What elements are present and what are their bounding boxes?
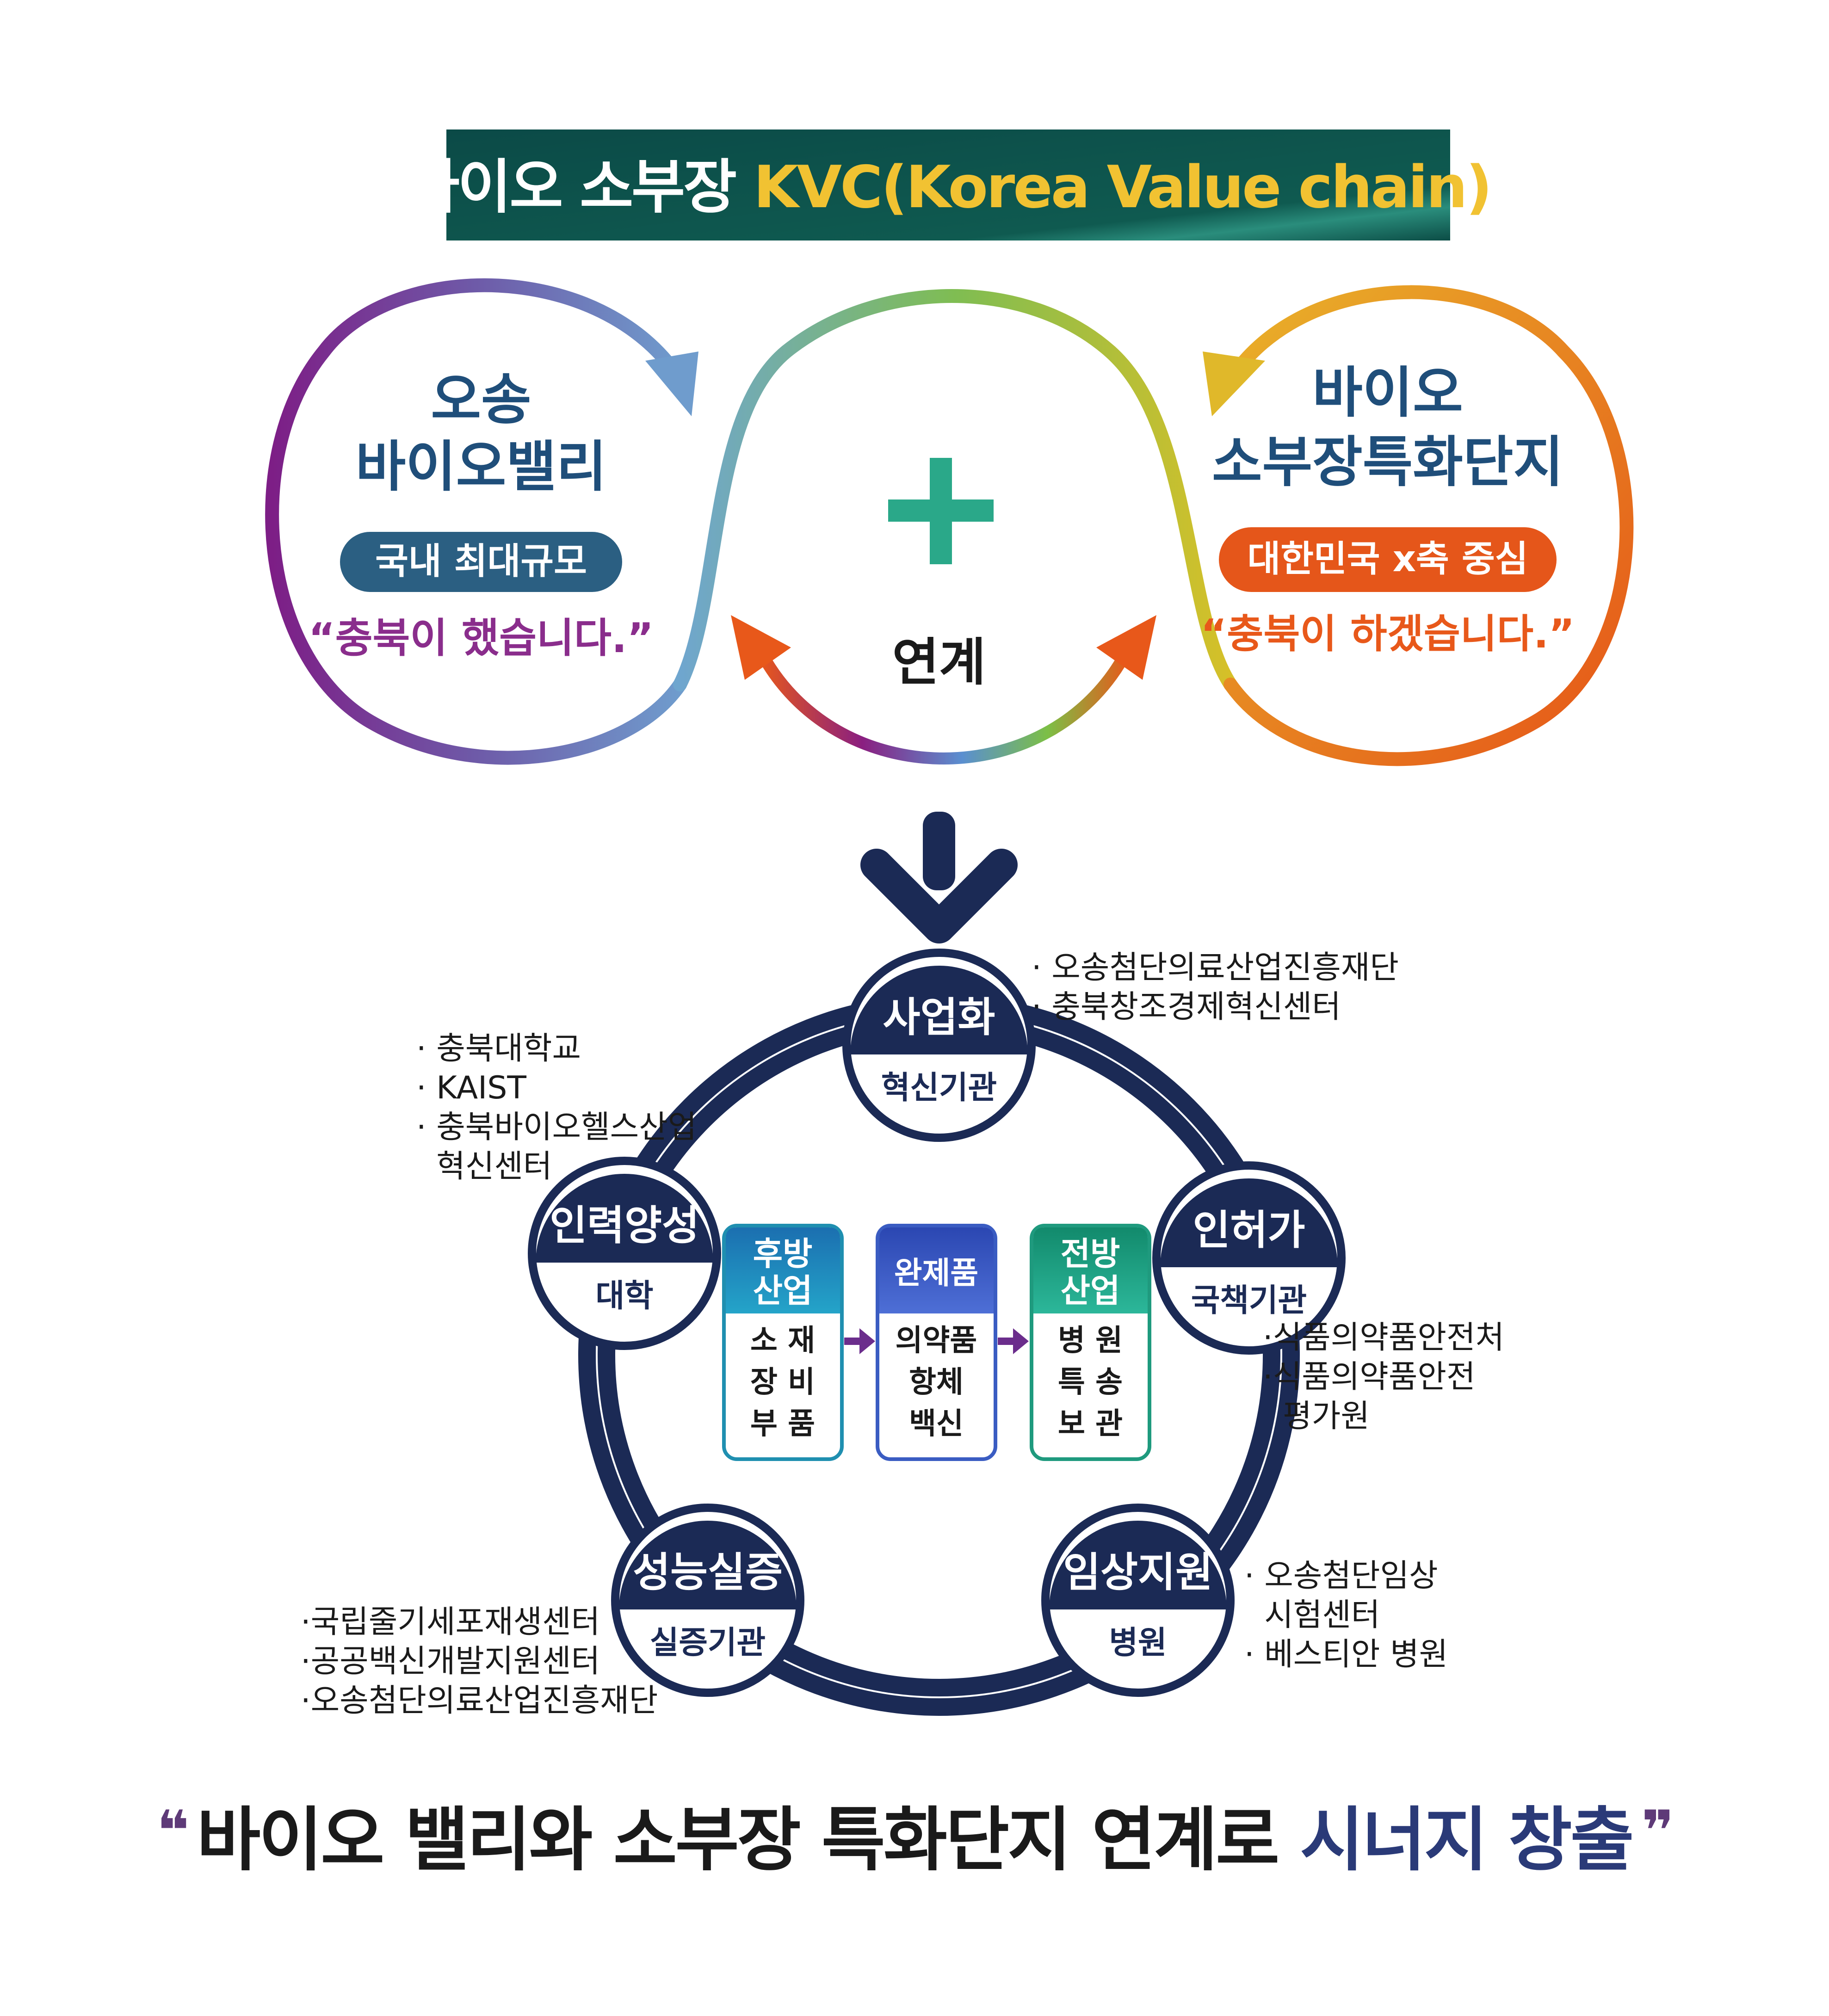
node-approval-title: 인허가 [1193,1206,1305,1254]
title-main: 바이오 소부장 [406,153,754,221]
title-text: 바이오 소부장 KVC(Korea Value chain) [406,153,1491,221]
node-clinical-sub: 병원 [1109,1625,1167,1661]
left-circle-line1: 오송 [431,368,531,432]
note-training-1: · 충북대학교 [416,1030,581,1067]
industry-upstream-header1: 후방 [753,1235,813,1273]
notes-commercialization: · 오송첨단의료산업진흥재단 · 충북창조경제혁신센터 [1032,949,1399,1025]
link-arc-left-arrowhead [731,615,791,680]
chevron-2-icon [1094,1092,1121,1119]
right-loop-ring [1223,285,1634,766]
chevron-5-icon [627,1403,654,1424]
note-commercialization-1: · 오송첨단의료산업진흥재단 [1032,949,1399,986]
industry-finished: 완제품 의약품 항체 백신 [876,1224,997,1461]
slogan-close-quote: ❞ [1642,1799,1672,1863]
right-loop-arrowhead [1203,351,1265,416]
slogan-open-quote: ❝ [157,1799,187,1863]
industry-finished-item3: 백신 [909,1407,964,1441]
note-validation-1: ·국립줄기세포재생센터 [301,1604,600,1640]
plus-icon [888,458,994,564]
title-accent: KVC(Korea Value chain) [754,153,1490,221]
node-commercialization-sub: 혁신기관 [881,1070,997,1106]
chevron-1-icon [743,1088,770,1114]
slogan-accent: 시너지 창출 [1300,1800,1632,1880]
node-training-title: 인력양성 [550,1202,699,1249]
note-commercialization-2: · 충북창조경제혁신센터 [1032,989,1341,1025]
chevron-4-icon [920,1631,939,1662]
left-loop-arrowhead [645,351,698,416]
industry-upstream-item1: 소 재 [750,1324,815,1358]
flow-arrow-2-icon [998,1328,1029,1354]
left-circle-badge [340,532,622,592]
industry-downstream-header2: 산업 [1061,1272,1120,1310]
node-validation-title: 성능실증 [633,1548,783,1596]
slogan: ❝바이오 밸리와 소부장 특화단지 연계로 시너지 창출❞ [157,1799,1672,1880]
note-validation-3: ·오송첨단의료산업진흥재단 [301,1683,658,1719]
left-loop-ring [265,278,687,765]
industry-finished-header1: 완제품 [894,1255,978,1291]
note-approval-3: 평가원 [1263,1398,1370,1435]
right-circle-badge [1219,527,1557,592]
note-clinical-3: · 베스티안 병원 [1244,1636,1448,1673]
node-training-sub: 대학 [595,1278,653,1314]
note-training-2: · KAIST [416,1070,526,1106]
flow-arrow-1-icon [844,1328,875,1354]
industry-downstream-header1: 전방 [1061,1235,1120,1273]
right-circle-quote: “충북이 하겠습니다.” [1201,611,1575,657]
right-circle-line2: 소부장특화단지 [1212,430,1563,494]
industry-downstream-item2: 특 송 [1058,1365,1123,1399]
link-arc [753,641,1135,764]
node-clinical-title: 임상지원 [1063,1548,1213,1596]
note-approval-1: ·식품의약품안전처 [1263,1319,1504,1356]
notes-training: · 충북대학교 · KAIST · 충북바이오헬스산업 혁신센터 [416,1030,697,1185]
link-arc-right-arrowhead [1096,615,1156,680]
slogan-text: 바이오 밸리와 소부장 특화단지 연계로 [197,1800,1300,1880]
industry-upstream: 후방 산업 소 재 장 비 부 품 [722,1224,844,1461]
node-commercialization: 사업화 혁신기관 [842,949,1036,1142]
note-approval-2: ·식품의약품안전 [1263,1359,1476,1395]
note-clinical-2: 시험센터 [1244,1597,1380,1634]
node-validation: 성능실증 실증기관 [611,1504,804,1697]
node-clinical: 임상지원 병원 [1041,1504,1235,1697]
industry-upstream-item3: 부 품 [750,1407,815,1441]
title-banner [446,129,1450,240]
note-training-4: 혁신센터 [416,1148,552,1185]
chevron-3-icon [1222,1399,1246,1426]
node-training: 인력양성 대학 [528,1157,721,1350]
note-training-3: · 충북바이오헬스산업 [416,1109,697,1146]
notes-approval: ·식품의약품안전처 ·식품의약품안전 평가원 [1263,1319,1504,1435]
node-approval: 인허가 국책기관 [1152,1161,1346,1355]
node-validation-sub: 실증기관 [650,1625,766,1661]
center-link-label: 연계 [892,633,986,692]
cycle-chevrons [627,1088,1246,1662]
right-circle-line1: 바이오 [1312,361,1463,425]
industry-downstream-item3: 보 관 [1058,1407,1123,1441]
note-clinical-1: · 오송첨단임상 [1244,1558,1438,1594]
notes-clinical: · 오송첨단임상 시험센터 · 베스티안 병원 [1244,1558,1448,1673]
note-validation-2: ·공공백신개발지원센터 [301,1643,600,1680]
middle-connector-ring [673,289,1237,691]
node-approval-sub: 국책기관 [1191,1282,1307,1319]
left-circle-quote: “충북이 했습니다.” [309,614,654,662]
industry-finished-item2: 항체 [909,1365,964,1399]
industry-upstream-header2: 산업 [753,1272,813,1310]
node-commercialization-title: 사업화 [883,993,995,1041]
industry-upstream-item2: 장 비 [750,1365,815,1399]
industry-finished-item1: 의약품 [896,1324,977,1358]
industry-downstream: 전방 산업 병 원 특 송 보 관 [1030,1224,1151,1461]
notes-validation: ·국립줄기세포재생센터 ·공공백신개발지원센터 ·오송첨단의료산업진흥재단 [301,1604,658,1719]
left-circle-line2: 바이오밸리 [356,435,607,499]
down-arrow-icon [860,812,1018,943]
industry-downstream-item1: 병 원 [1058,1324,1123,1358]
right-circle-badge-text: 대한민국 x축 중심 [1248,538,1528,580]
left-circle-badge-text: 국내 최대규모 [375,541,587,582]
